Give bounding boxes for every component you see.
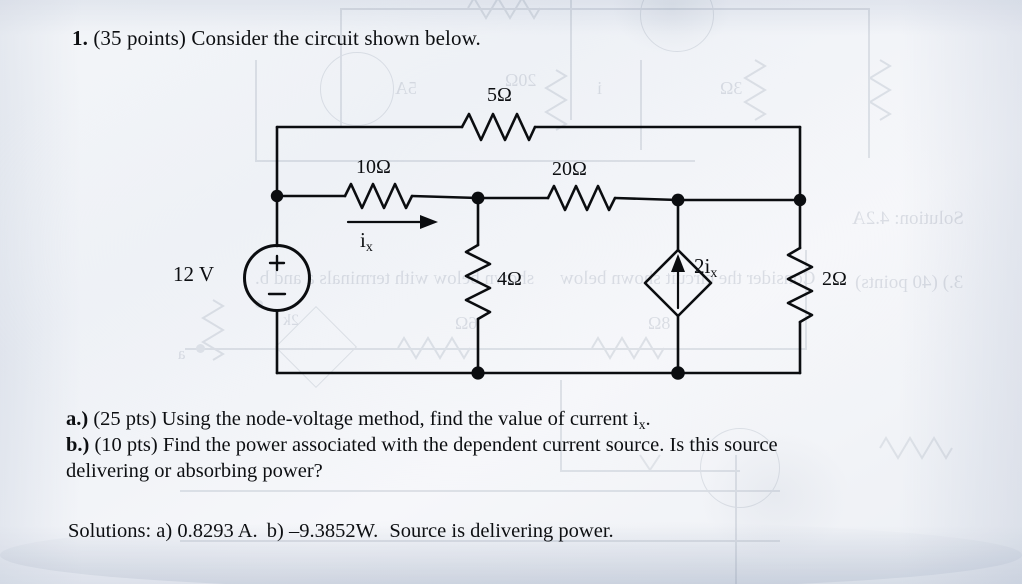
dep-source-arrowhead [671, 254, 685, 272]
resistor-10-ohm-zigzag [343, 182, 414, 210]
ix-arrowhead [420, 215, 438, 229]
part-b-line2: delivering or absorbing power? [66, 460, 323, 482]
solutions-prefix: Solutions: [68, 520, 152, 542]
node-dot-a [270, 189, 284, 203]
part-b-points: (10 pts) [94, 434, 158, 456]
solutions-b: b) –9.3852W. [266, 520, 379, 542]
node-dot-c [671, 193, 685, 207]
resistor-4-ohm-zigzag [464, 243, 492, 321]
solutions-a: a) 0.8293 A. [156, 520, 258, 542]
label-10-ohm: 10Ω [356, 156, 391, 178]
label-dependent-source: 2ix [694, 254, 717, 281]
part-a-period: . [645, 408, 651, 430]
part-a-points: (25 pts) [93, 408, 157, 430]
resistor-2-ohm-zigzag [786, 246, 814, 324]
problem-prompt: Consider the circuit shown below. [191, 26, 481, 50]
label-ix-base: i [360, 228, 366, 252]
label-2-ohm: 2Ω [822, 268, 847, 290]
problem-points: (35 points) [93, 26, 186, 50]
part-b-line1: b.) (10 pts) Find the power associated w… [66, 434, 778, 457]
node-dot-bottom-b [471, 366, 485, 380]
part-a-text: Using the node-voltage method, find the … [161, 408, 639, 430]
node-dot-d [793, 193, 807, 207]
label-voltage-source: 12 V [173, 262, 215, 286]
label-2ix-sub: x [710, 264, 718, 280]
label-4-ohm: 4Ω [497, 268, 522, 290]
label-20-ohm: 20Ω [552, 158, 587, 180]
part-b-marker: b.) [66, 434, 90, 456]
part-a-marker: a.) [66, 408, 89, 430]
solutions-line: Solutions: a) 0.8293 A. b) –9.3852W. Sou… [68, 520, 614, 543]
part-a-line: a.) (25 pts) Using the node-voltage meth… [66, 408, 651, 433]
wire-r10-to-b [410, 194, 480, 200]
problem-heading: 1. (35 points) Consider the circuit show… [72, 26, 481, 51]
label-5-ohm: 5Ω [487, 84, 512, 106]
node-dot-bottom-c [671, 366, 685, 380]
wire-r20-to-c [613, 196, 680, 202]
label-2ix-base: 2i [694, 254, 711, 278]
label-ix-sub: x [365, 238, 373, 254]
node-dot-b [471, 191, 485, 205]
part-a-sub: x [638, 416, 646, 432]
solutions-conclusion: Source is delivering power. [389, 520, 614, 542]
source-polarity [267, 254, 287, 296]
part-b-text1: Find the power associated with the depen… [162, 434, 778, 456]
label-ix: ix [360, 228, 373, 255]
problem-number: 1. [72, 26, 88, 50]
resistor-20-ohm-zigzag [546, 184, 617, 212]
node-dots [270, 189, 807, 380]
resistor-5-ohm-zigzag [460, 112, 537, 142]
